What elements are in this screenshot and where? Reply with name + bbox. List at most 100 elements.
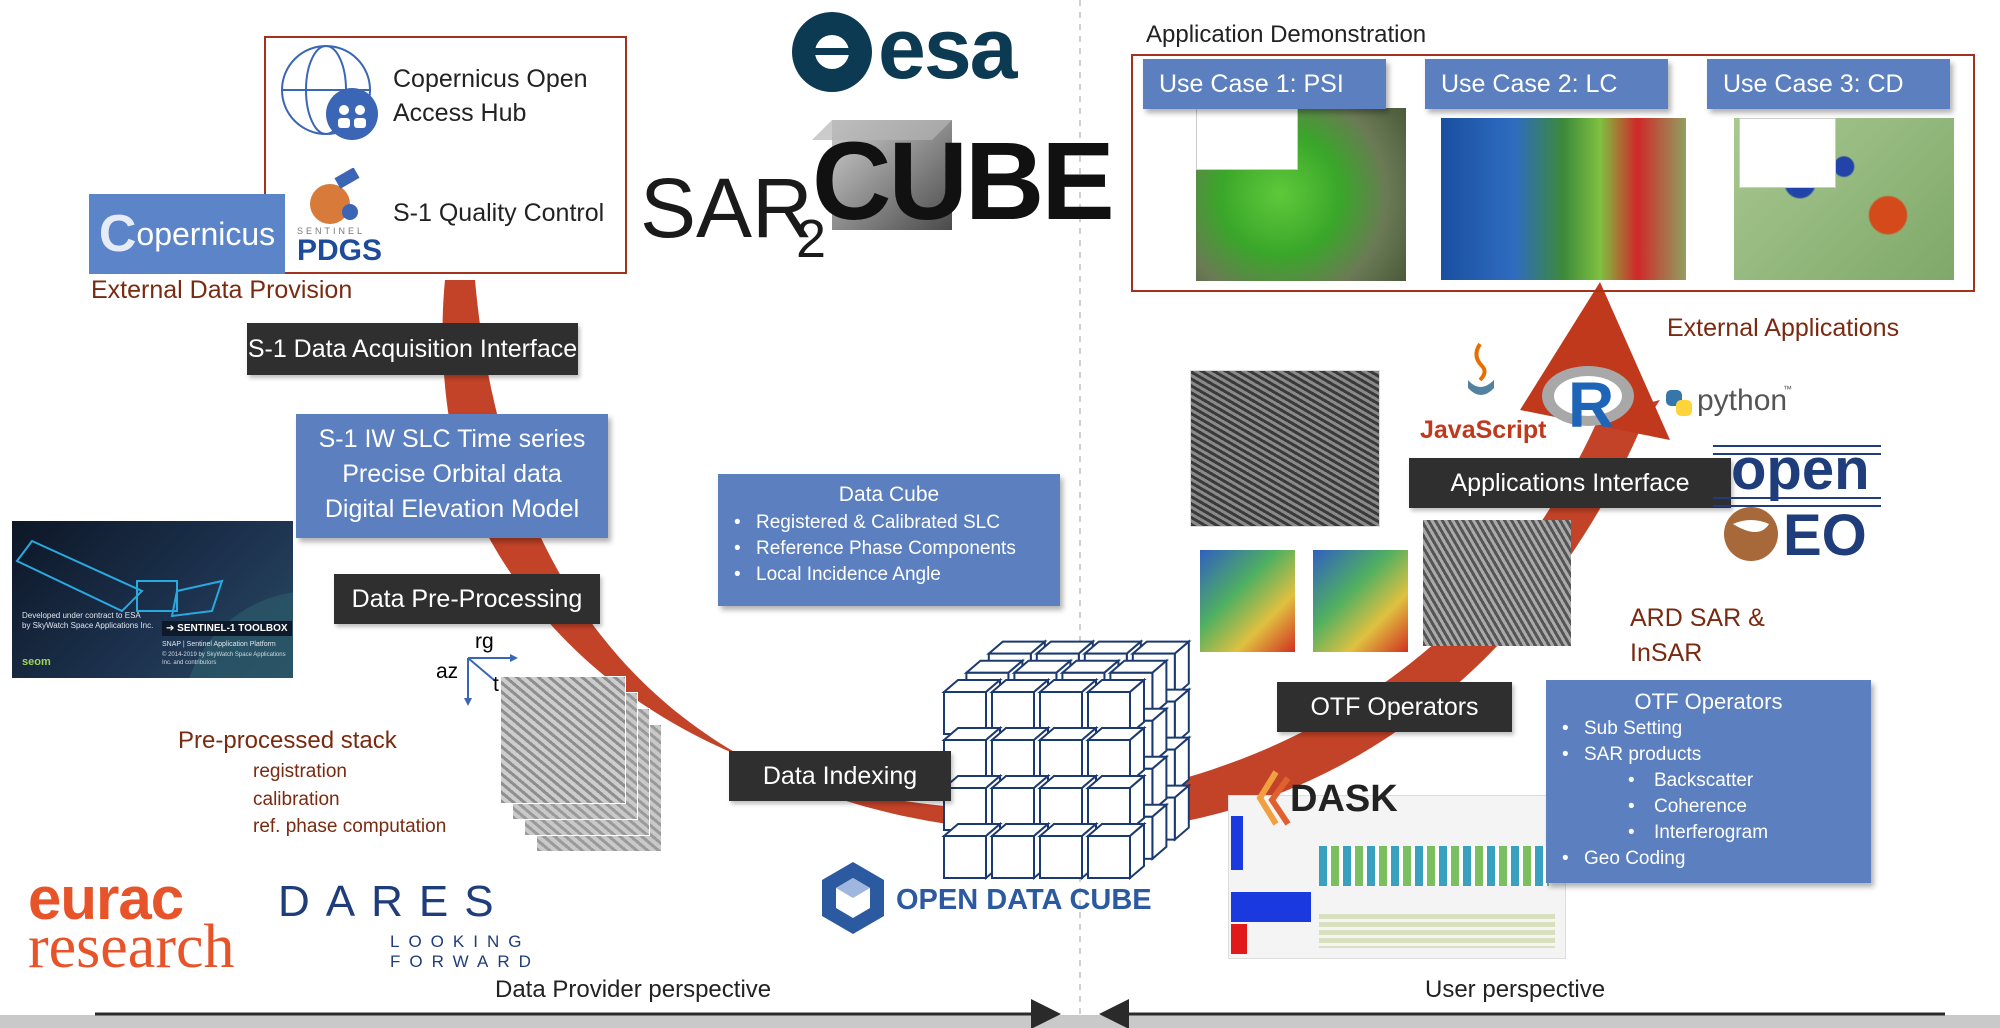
dares-tagline-line2: FORWARD: [390, 952, 540, 971]
sentinel-logo-text: SENTINEL: [297, 226, 366, 236]
snap-toolbox-splash: Developed under contract to ESA by SkyWa…: [12, 521, 293, 678]
acquisition-interface-label: S-1 Data Acquisition Interface: [247, 334, 578, 363]
snap-copyright-label: © 2014-2019 by SkyWatch Space Applicatio…: [162, 652, 286, 666]
cube-cell: [943, 835, 987, 879]
input-item: Precise Orbital data: [342, 460, 562, 488]
otf-operators-detail-box: OTF Operators Sub Setting SAR products B…: [1546, 680, 1871, 883]
data-cube-box: Data Cube Registered & Calibrated SLC Re…: [718, 474, 1060, 606]
pdgs-logo-text: PDGS: [297, 234, 383, 267]
external-applications-label: External Applications: [1667, 314, 1900, 342]
axis-t-label: t: [493, 673, 499, 696]
input-item: S-1 IW SLC Time series: [318, 425, 586, 453]
snap-platform-label: SNAP | Sentinel Application Platform: [162, 641, 276, 648]
pre-processing-label: Data Pre-Processing: [351, 584, 583, 613]
data-pre-processing-box: Data Pre-Processing: [334, 574, 600, 624]
dask-logo-icon: [1256, 770, 1291, 826]
coherence-map-thumbnail: [1200, 550, 1295, 652]
input-item: Digital Elevation Model: [324, 495, 580, 523]
s1-quality-control-label: S-1 Quality Control: [393, 199, 605, 227]
r-logo-icon: [1542, 366, 1634, 426]
r-logo-text: R: [1568, 369, 1615, 441]
axis-rg-label: rg: [475, 630, 494, 653]
stack-step-item: ref. phase computation: [253, 816, 447, 837]
use-case-3-chart: [1739, 118, 1836, 188]
otf-list: Sub Setting SAR products Backscatter Coh…: [1546, 716, 1871, 872]
opendatacube-logo-icon: [822, 862, 884, 934]
data-cube-item: Local Incidence Angle: [728, 562, 1060, 588]
axis-az-label: az: [436, 660, 459, 683]
dares-tagline-line1: LOOKING: [390, 932, 531, 951]
esa-logo-text: esa: [878, 1, 1017, 97]
cube-cell: [1087, 835, 1131, 879]
python-logo-text: python: [1697, 384, 1788, 417]
sar-result-thumbnail: [1190, 370, 1380, 527]
data-indexing-box: Data Indexing: [729, 751, 951, 801]
otf-operators-box: OTF Operators: [1277, 682, 1512, 732]
data-cube-list: Registered & Calibrated SLC Reference Ph…: [718, 510, 1060, 588]
backscatter-thumbnail: [1423, 520, 1571, 646]
data-cube-item: Registered & Calibrated SLC: [728, 510, 1060, 536]
dask-progress-bars: [1319, 914, 1555, 948]
sar2cube-cube-icon: [812, 120, 952, 230]
s1-data-acquisition-interface: S-1 Data Acquisition Interface: [247, 323, 578, 375]
otf-operators-label: OTF Operators: [1310, 692, 1479, 721]
pre-processed-stack-title: Pre-processed stack: [178, 727, 397, 754]
data-indexing-label: Data Indexing: [762, 761, 918, 790]
copernicus-hub-label: Copernicus Open Access Hub: [393, 65, 588, 127]
use-case-1-chart: [1196, 108, 1298, 170]
eurac-logo-line1: eurac: [28, 865, 184, 932]
user-perspective-label: User perspective: [1425, 976, 1606, 1003]
application-demo-frame: [1131, 54, 1975, 292]
otf-item: Geo Coding: [1556, 846, 1871, 872]
cube-cell: [1039, 835, 1083, 879]
python-logo-icon: [1666, 390, 1692, 416]
data-cube-title: Data Cube: [838, 483, 940, 506]
footer-band: [0, 1015, 2000, 1028]
openeo-logo-line1: open: [1731, 437, 1870, 502]
openeo-logo-line2: EO: [1783, 503, 1867, 568]
stack-step-item: calibration: [253, 789, 340, 810]
use-case-3-label-box: Use Case 3: CD: [1707, 59, 1950, 109]
use-case-3-label: Use Case 3: CD: [1723, 69, 1904, 98]
sar-logo-subscript: 2: [796, 209, 827, 269]
java-cup-icon: [1468, 342, 1494, 395]
openeo-stripes-icon: [1713, 445, 1881, 561]
sentinel-satellite-icon: [310, 168, 360, 224]
sentinel1-toolbox-badge: ➔ SENTINEL-1 TOOLBOX: [162, 621, 292, 636]
use-case-2-map: [1441, 118, 1686, 280]
use-case-2-label: Use Case 2: LC: [1441, 69, 1618, 98]
otf-subitem: Coherence: [1556, 794, 1871, 820]
use-case-2-label-box: Use Case 2: LC: [1425, 59, 1668, 109]
esa-logo-icon: [792, 12, 872, 92]
dask-bar-red: [1231, 924, 1247, 954]
dask-task-stream: [1319, 846, 1549, 886]
otf-item: Sub Setting: [1556, 716, 1871, 742]
applications-interface-label: Applications Interface: [1450, 468, 1690, 497]
python-trademark: ™: [1783, 384, 1792, 394]
copernicus-logo-text: opernicus: [136, 215, 276, 252]
data-provider-perspective-label: Data Provider perspective: [495, 976, 772, 1003]
otf-item: SAR products: [1556, 742, 1871, 768]
otf-subitem: Interferogram: [1556, 820, 1871, 846]
snap-contract-line2: by SkyWatch Space Applications Inc.: [22, 621, 154, 630]
copernicus-hub-icon: [281, 45, 378, 140]
otf-subitem: Backscatter: [1556, 768, 1871, 794]
stack-axes-icon: [464, 654, 518, 706]
use-case-1-label: Use Case 1: PSI: [1159, 69, 1344, 98]
data-cube-item: Reference Phase Components: [728, 536, 1060, 562]
ard-sar-insar-label: ARD SAR & InSAR: [1630, 604, 1765, 667]
javascript-logo-text: JavaScript: [1420, 416, 1547, 444]
opendatacube-logo-text: OPEN DATA CUBE: [896, 884, 1152, 916]
applications-interface-box: Applications Interface: [1409, 458, 1731, 508]
otf-box-title: OTF Operators: [1634, 689, 1783, 714]
snap-contract-line1: Developed under contract to ESA: [22, 611, 141, 620]
dask-bar-blue: [1231, 816, 1243, 870]
dares-logo-text: DARES: [278, 877, 510, 926]
sar-image-stack: [500, 676, 680, 856]
eurac-logo-line2: research: [28, 913, 235, 981]
sar-logo-text: SAR: [640, 161, 813, 255]
sar-stack-layer: [500, 676, 626, 804]
dask-logo-text: DASK: [1290, 778, 1398, 820]
